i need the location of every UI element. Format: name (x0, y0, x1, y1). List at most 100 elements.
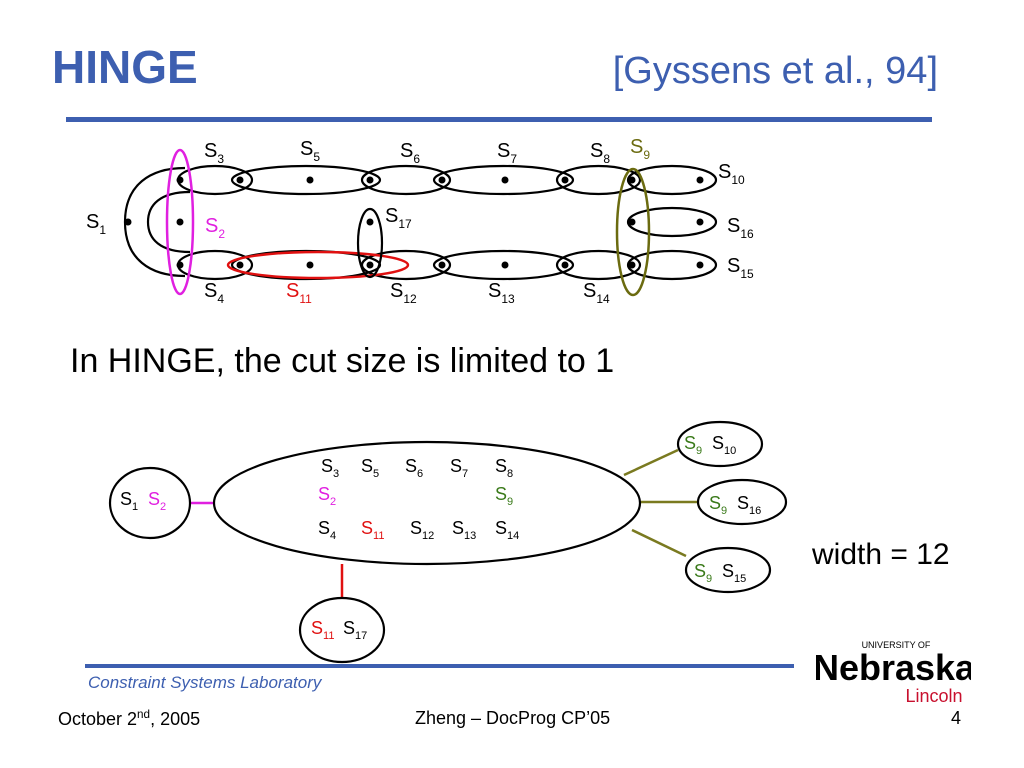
lab-name: Constraint Systems Laboratory (88, 673, 322, 692)
leaf-s9-s10 (676, 420, 764, 468)
hyperedge-label-s11: S11 (286, 280, 312, 306)
footer-center: Zheng – DocProg CP’05 (415, 708, 611, 728)
edge-top-1 (230, 164, 382, 196)
vertex-14 (628, 176, 636, 184)
edge-bottom-4 (555, 249, 642, 281)
leaf-s9-s16 (696, 478, 788, 526)
leaf-s1-s2-label-0: S1 (120, 489, 138, 513)
vertex-15 (628, 261, 636, 269)
hyperedge-label-s14: S14 (583, 280, 610, 306)
vertex-21 (628, 218, 636, 226)
edge-s15 (626, 249, 718, 281)
leaf-s9-s16-label-1: S16 (737, 493, 761, 517)
vertex-3 (236, 261, 244, 269)
root-label-s11: S11 (361, 518, 384, 542)
hyperedge-label-s5: S5 (300, 138, 320, 164)
leaf-s1-s2 (108, 466, 192, 540)
hyperedge-label-s9: S9 (630, 136, 650, 162)
tree-root-node (212, 440, 642, 566)
hyperedge-label-s16: S16 (727, 215, 754, 241)
vertex-11 (501, 261, 509, 269)
root-label-s6: S6 (405, 456, 423, 480)
leaf-s9-s15-label-1: S15 (722, 561, 746, 585)
root-label-s5: S5 (361, 456, 379, 480)
hyperedge-label-s13: S13 (488, 280, 515, 306)
edge-bottom-3 (432, 249, 575, 281)
width-label: width = 12 (812, 538, 950, 571)
hyperedge-label-s3: S3 (204, 140, 224, 166)
vertex-1 (176, 261, 184, 269)
vertex-12 (561, 176, 569, 184)
leaf-s11-s17-label-0: S11 (311, 618, 334, 642)
edge-s11 (226, 250, 410, 280)
hyperedge-label-s7: S7 (497, 140, 517, 166)
root-label-s9: S9 (495, 484, 513, 508)
vertex-2 (236, 176, 244, 184)
edge-bottom-2 (360, 249, 452, 281)
title-divider (66, 117, 932, 122)
hyperedge-label-s12: S12 (390, 280, 417, 306)
edge-top-3 (432, 164, 575, 196)
cut-size-statement: In HINGE, the cut size is limited to 1 (70, 342, 615, 380)
root-label-s7: S7 (450, 456, 468, 480)
vertex-13 (561, 261, 569, 269)
citation: [Gyssens et al., 94] (612, 50, 938, 92)
edge-s2 (165, 148, 195, 296)
leaf-s1-s2-label-1: S2 (148, 489, 166, 513)
root-label-s12: S12 (410, 518, 434, 542)
tree-edge-leaf-s9-s10 (623, 448, 679, 477)
hyperedge-label-s1: S1 (86, 211, 106, 237)
slide-title: HINGE (52, 41, 198, 93)
edge-s17 (356, 207, 384, 279)
hyperedge-label-s10: S10 (718, 161, 745, 187)
page-number: 4 (950, 708, 961, 728)
logo-campus: Lincoln (905, 686, 962, 706)
vertex-7 (366, 261, 374, 269)
root-label-s8: S8 (495, 456, 513, 480)
hyperedge-label-s15: S15 (727, 255, 754, 281)
vertex-0 (176, 176, 184, 184)
vertex-8 (438, 176, 446, 184)
leaf-s9-s16-label-0: S9 (709, 493, 727, 517)
leaf-s11-s17 (298, 596, 386, 664)
leaf-s9-s10-label-0: S9 (684, 433, 702, 457)
root-label-s4: S4 (318, 518, 336, 542)
edge-s10 (626, 164, 718, 196)
logo-university: UNIVERSITY OF (862, 640, 931, 650)
leaf-s9-s10-label-1: S10 (712, 433, 736, 457)
root-label-s14: S14 (495, 518, 519, 542)
vertex-20 (366, 218, 374, 226)
vertex-22 (696, 218, 704, 226)
hyperedge-label-s17: S17 (385, 205, 412, 231)
hyperedge-label-s6: S6 (400, 140, 420, 166)
footer-divider (85, 664, 794, 668)
vertex-5 (306, 261, 314, 269)
hyperedge-label-s8: S8 (590, 140, 610, 166)
vertex-18 (124, 218, 132, 226)
vertex-4 (306, 176, 314, 184)
root-label-s2: S2 (318, 484, 336, 508)
edge-s16 (626, 206, 718, 238)
root-label-s3: S3 (321, 456, 339, 480)
logo-name: Nebraska (816, 647, 971, 688)
hyperedge-label-s4: S4 (204, 280, 224, 306)
vertex-17 (696, 261, 704, 269)
vertex-9 (438, 261, 446, 269)
footer-date: October 2nd, 2005 (58, 708, 201, 729)
leaf-s9-s15-label-0: S9 (694, 561, 712, 585)
leaf-s11-s17-label-1: S17 (343, 618, 367, 642)
leaf-s9-s15 (684, 546, 772, 594)
vertex-19 (176, 218, 184, 226)
edge-top-4 (555, 164, 642, 196)
vertex-6 (366, 176, 374, 184)
vertex-10 (501, 176, 509, 184)
root-label-s13: S13 (452, 518, 476, 542)
edge-s9 (615, 167, 651, 297)
hyperedge-label-s2: S2 (205, 215, 225, 241)
vertex-16 (696, 176, 704, 184)
tree-edge-leaf-s9-s15 (631, 528, 687, 558)
nebraska-logo: UNIVERSITY OF Nebraska Lincoln (816, 640, 971, 706)
edge-top-2 (360, 164, 452, 196)
